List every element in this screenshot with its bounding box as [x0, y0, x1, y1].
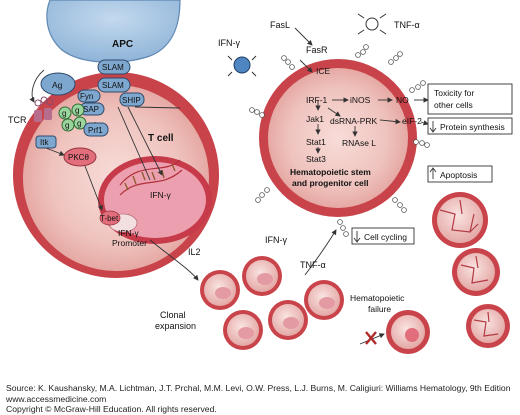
result-boxes [351, 83, 513, 245]
label-ship: SHIP [122, 96, 141, 105]
label-jak1: Jak1 [306, 114, 324, 124]
label-toxicity-2: other cells [434, 100, 473, 110]
label-tnf-lower: TNF-α [300, 260, 326, 270]
source-url: www.accessmedicine.com [6, 393, 107, 404]
label-hsc-2: and progenitor cell [292, 178, 369, 188]
label-apc: APC [112, 39, 133, 50]
label-il2: IL2 [188, 247, 201, 257]
down-arrow-icons [353, 121, 437, 243]
copyright-line: Copyright © McGraw-Hill Education. All r… [6, 404, 217, 414]
clonal-cells [200, 256, 344, 350]
prf1-box [83, 122, 109, 137]
label-protein: Protein synthesis [440, 122, 505, 132]
tnf-ligand [357, 13, 387, 35]
label-tnf-upper: TNF-α [394, 20, 420, 30]
label-dsrna: dsRNA-PRK [330, 116, 378, 126]
hsc-cell [259, 59, 417, 217]
label-slam-mid: SLAM [102, 81, 124, 90]
label-tcr: TCR [8, 115, 27, 125]
label-apoptosis: Apoptosis [440, 170, 477, 180]
label-ice: ICE [316, 66, 331, 76]
slam-receptors [77, 59, 145, 116]
figure-credit: Source: K. Kaushansky, M.A. Lichtman, J.… [6, 383, 511, 415]
failed-cell [386, 310, 430, 354]
ag-molecule [40, 72, 76, 96]
label-t-cell: T cell [148, 133, 174, 144]
hsc-arrows [294, 27, 429, 154]
label-fasl: FasL [270, 20, 290, 30]
label-g4: g [77, 119, 81, 128]
hsc-receptors [249, 44, 430, 237]
label-irf1: IRF-1 [306, 95, 328, 105]
label-fasr: FasR [306, 45, 328, 55]
label-rnase: RNAse L [342, 138, 376, 148]
tcr-receptor [34, 96, 54, 122]
label-ifn-nucleus: IFN-γ [150, 190, 172, 200]
g-proteins [58, 103, 87, 132]
damaged-cells [432, 192, 510, 348]
label-ifn-upper: IFN-γ [218, 38, 240, 48]
label-clonal-1: Clonal [160, 310, 186, 320]
label-itk: Itk [40, 138, 49, 147]
label-ag: Ag [52, 80, 63, 90]
pkc-box [63, 147, 97, 167]
label-stat3: Stat3 [306, 154, 326, 164]
label-sap: SAP [83, 105, 99, 114]
block-x-icon [365, 331, 377, 345]
label-stat1: Stat1 [306, 137, 326, 147]
label-toxicity-1: Toxicity for [434, 88, 474, 98]
label-ifn-lower: IFN-γ [265, 235, 287, 245]
flow-arrows [149, 229, 337, 281]
label-ifn-promoter-1: IFN-γ [118, 228, 140, 238]
label-g1: g [62, 109, 66, 118]
apc-cell [46, 0, 181, 63]
label-failure-1: Hematopoietic [350, 293, 405, 303]
label-eif2: eIF-2 [402, 116, 422, 126]
label-ifn-promoter-2: Promoter [112, 238, 147, 248]
label-cycling: Cell cycling [364, 232, 407, 242]
label-tbet: T-bet [100, 214, 119, 223]
label-failure-2: failure [368, 304, 391, 314]
ifn-ligand [227, 55, 257, 77]
tcell-arrows [29, 69, 181, 211]
source-line: Source: K. Kaushansky, M.A. Lichtman, J.… [6, 383, 511, 393]
label-g3: g [65, 121, 69, 130]
label-inos: iNOS [350, 95, 371, 105]
label-hsc-1: Hematopoietic stem [290, 167, 371, 177]
label-fyn: Fyn [80, 92, 93, 101]
label-slam-top: SLAM [102, 63, 124, 72]
label-pkc: PKCθ [68, 153, 89, 162]
label-clonal-2: expansion [155, 321, 196, 331]
label-prf1: Prf1 [88, 126, 103, 135]
label-g2: g [75, 106, 79, 115]
label-no: NO [396, 95, 409, 105]
